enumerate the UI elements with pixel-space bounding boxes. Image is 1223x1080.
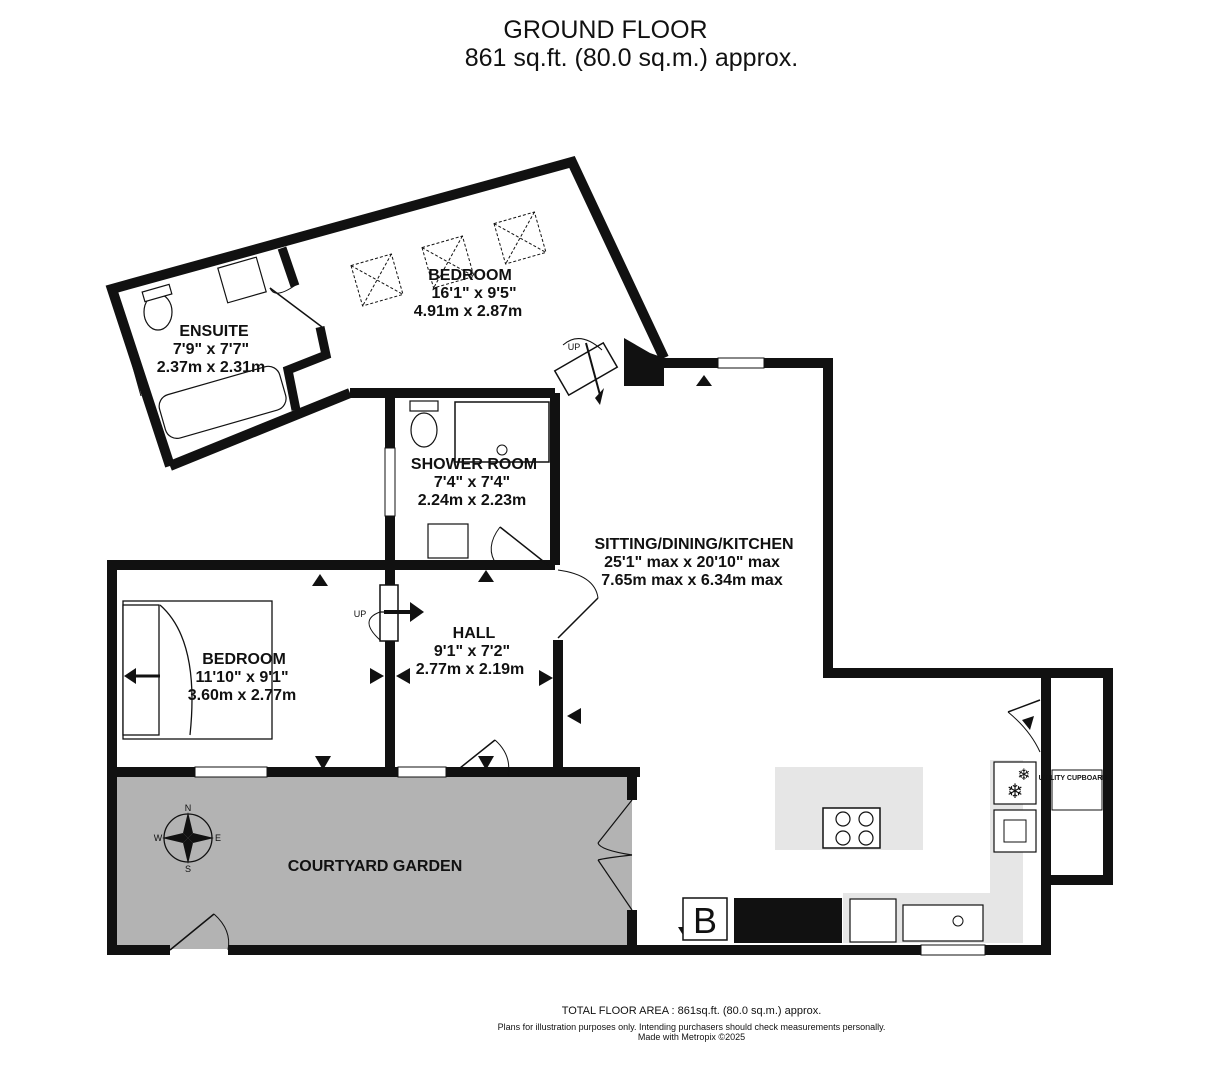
hall-name: HALL	[453, 625, 496, 642]
ensuite-bath	[158, 365, 287, 439]
ensuite-toilet-cistern	[141, 283, 173, 303]
windows	[194, 357, 986, 956]
hall-door-arc	[494, 739, 510, 777]
shower-room-name: SHOWER ROOM	[411, 456, 537, 473]
shower-toilet-cistern	[409, 400, 439, 412]
total-floor-area: TOTAL FLOOR AREA : 861sq.ft. (80.0 sq.m.…	[561, 1005, 822, 1017]
boiler-label: B	[693, 900, 717, 941]
dishwasher	[849, 898, 897, 943]
kitchen-imperial: 25'1" max x 20'10" max	[604, 554, 780, 571]
shower-door-arc	[490, 526, 501, 566]
bed	[122, 600, 273, 740]
kitchen-appliance-block	[734, 898, 842, 943]
upper-stairs	[553, 338, 619, 405]
french-doors	[597, 799, 633, 911]
hall-stairs-arrowhead	[410, 602, 424, 622]
floor-area: 861 sq.ft. (80.0 sq.m.) approx.	[464, 44, 799, 72]
disclaimer: Plans for illustration purposes only. In…	[497, 1022, 886, 1032]
door-leaf	[269, 287, 323, 328]
gate-arc	[213, 913, 230, 951]
ensuite-name: ENSUITE	[179, 323, 249, 340]
svg-text:S: S	[185, 864, 191, 874]
shower-drain	[496, 444, 508, 456]
microwave	[993, 809, 1037, 853]
utility-arrow	[1022, 716, 1034, 730]
shower-toilet	[410, 412, 438, 448]
bedroom-upper-metric: 4.91m x 2.87m	[414, 303, 523, 320]
bedroom-upper-imperial: 16'1" x 9'5"	[431, 285, 516, 302]
ensuite-imperial: 7'9" x 7'7"	[173, 341, 249, 358]
up-label-upper: UP	[568, 342, 581, 352]
kitchen-sink	[902, 904, 984, 942]
utility-door-arc	[1007, 711, 1041, 753]
freezer-icon: ❄	[1007, 781, 1024, 803]
upper-wing-walls	[105, 156, 669, 471]
ensuite-window	[125, 341, 142, 397]
utility-appliance	[1051, 769, 1103, 811]
upper-partitions	[277, 246, 332, 411]
utility-label: UTILITY CUPBOARD	[1039, 775, 1108, 782]
credit: Made with Metropix ©2025	[637, 1032, 746, 1042]
ensuite-metric: 2.37m x 2.31m	[157, 359, 266, 376]
ensuite-basin	[217, 256, 267, 304]
shower-tray	[454, 401, 550, 463]
microwave-door	[1003, 819, 1027, 843]
kitchen-name: SITTING/DINING/KITCHEN	[594, 536, 793, 553]
shower-room-imperial: 7'4" x 7'4"	[434, 474, 510, 491]
kitchen-door-leaf	[557, 597, 599, 639]
shower-basin	[427, 523, 469, 559]
bedroom-lower-name: BEDROOM	[202, 651, 286, 668]
hall-metric: 2.77m x 2.19m	[416, 661, 525, 678]
hall-stairs-arc	[368, 611, 381, 641]
hall-imperial: 9'1" x 7'2"	[434, 643, 510, 660]
kitchen-metric: 7.65m max x 6.34m max	[601, 572, 783, 589]
sink-bowl	[952, 915, 964, 927]
svg-text:E: E	[215, 833, 221, 843]
hob	[822, 807, 881, 849]
svg-text:N: N	[185, 803, 192, 813]
skylights	[350, 211, 547, 307]
courtyard-area	[116, 777, 632, 949]
boiler-box	[682, 897, 728, 941]
upper-entry-door	[624, 338, 664, 386]
bedroom-lower-metric: 3.60m x 2.77m	[188, 687, 297, 704]
svg-text:W: W	[154, 833, 163, 843]
utility-door-leaf	[1007, 699, 1041, 713]
hall-door-leaf	[449, 739, 496, 777]
door-arc	[269, 283, 298, 294]
bed-arrow-head	[124, 668, 136, 684]
kitchen-door-arc	[557, 569, 599, 599]
freezer	[993, 761, 1037, 805]
shower-door-leaf	[499, 526, 549, 566]
compass-icon: N S E W	[154, 803, 221, 874]
shower-room-metric: 2.24m x 2.23m	[418, 492, 527, 509]
courtyard-name: COURTYARD GARDEN	[288, 858, 463, 875]
freezer-icon-2: ❄	[1017, 767, 1030, 784]
bedroom-upper-name: BEDROOM	[428, 267, 512, 284]
gate-leaf	[169, 913, 215, 951]
bedroom-lower-imperial: 11'10" x 9'1"	[195, 669, 288, 686]
up-label-hall: UP	[354, 609, 367, 619]
floor-name: GROUND FLOOR	[503, 16, 708, 44]
hob-rings	[835, 811, 874, 846]
